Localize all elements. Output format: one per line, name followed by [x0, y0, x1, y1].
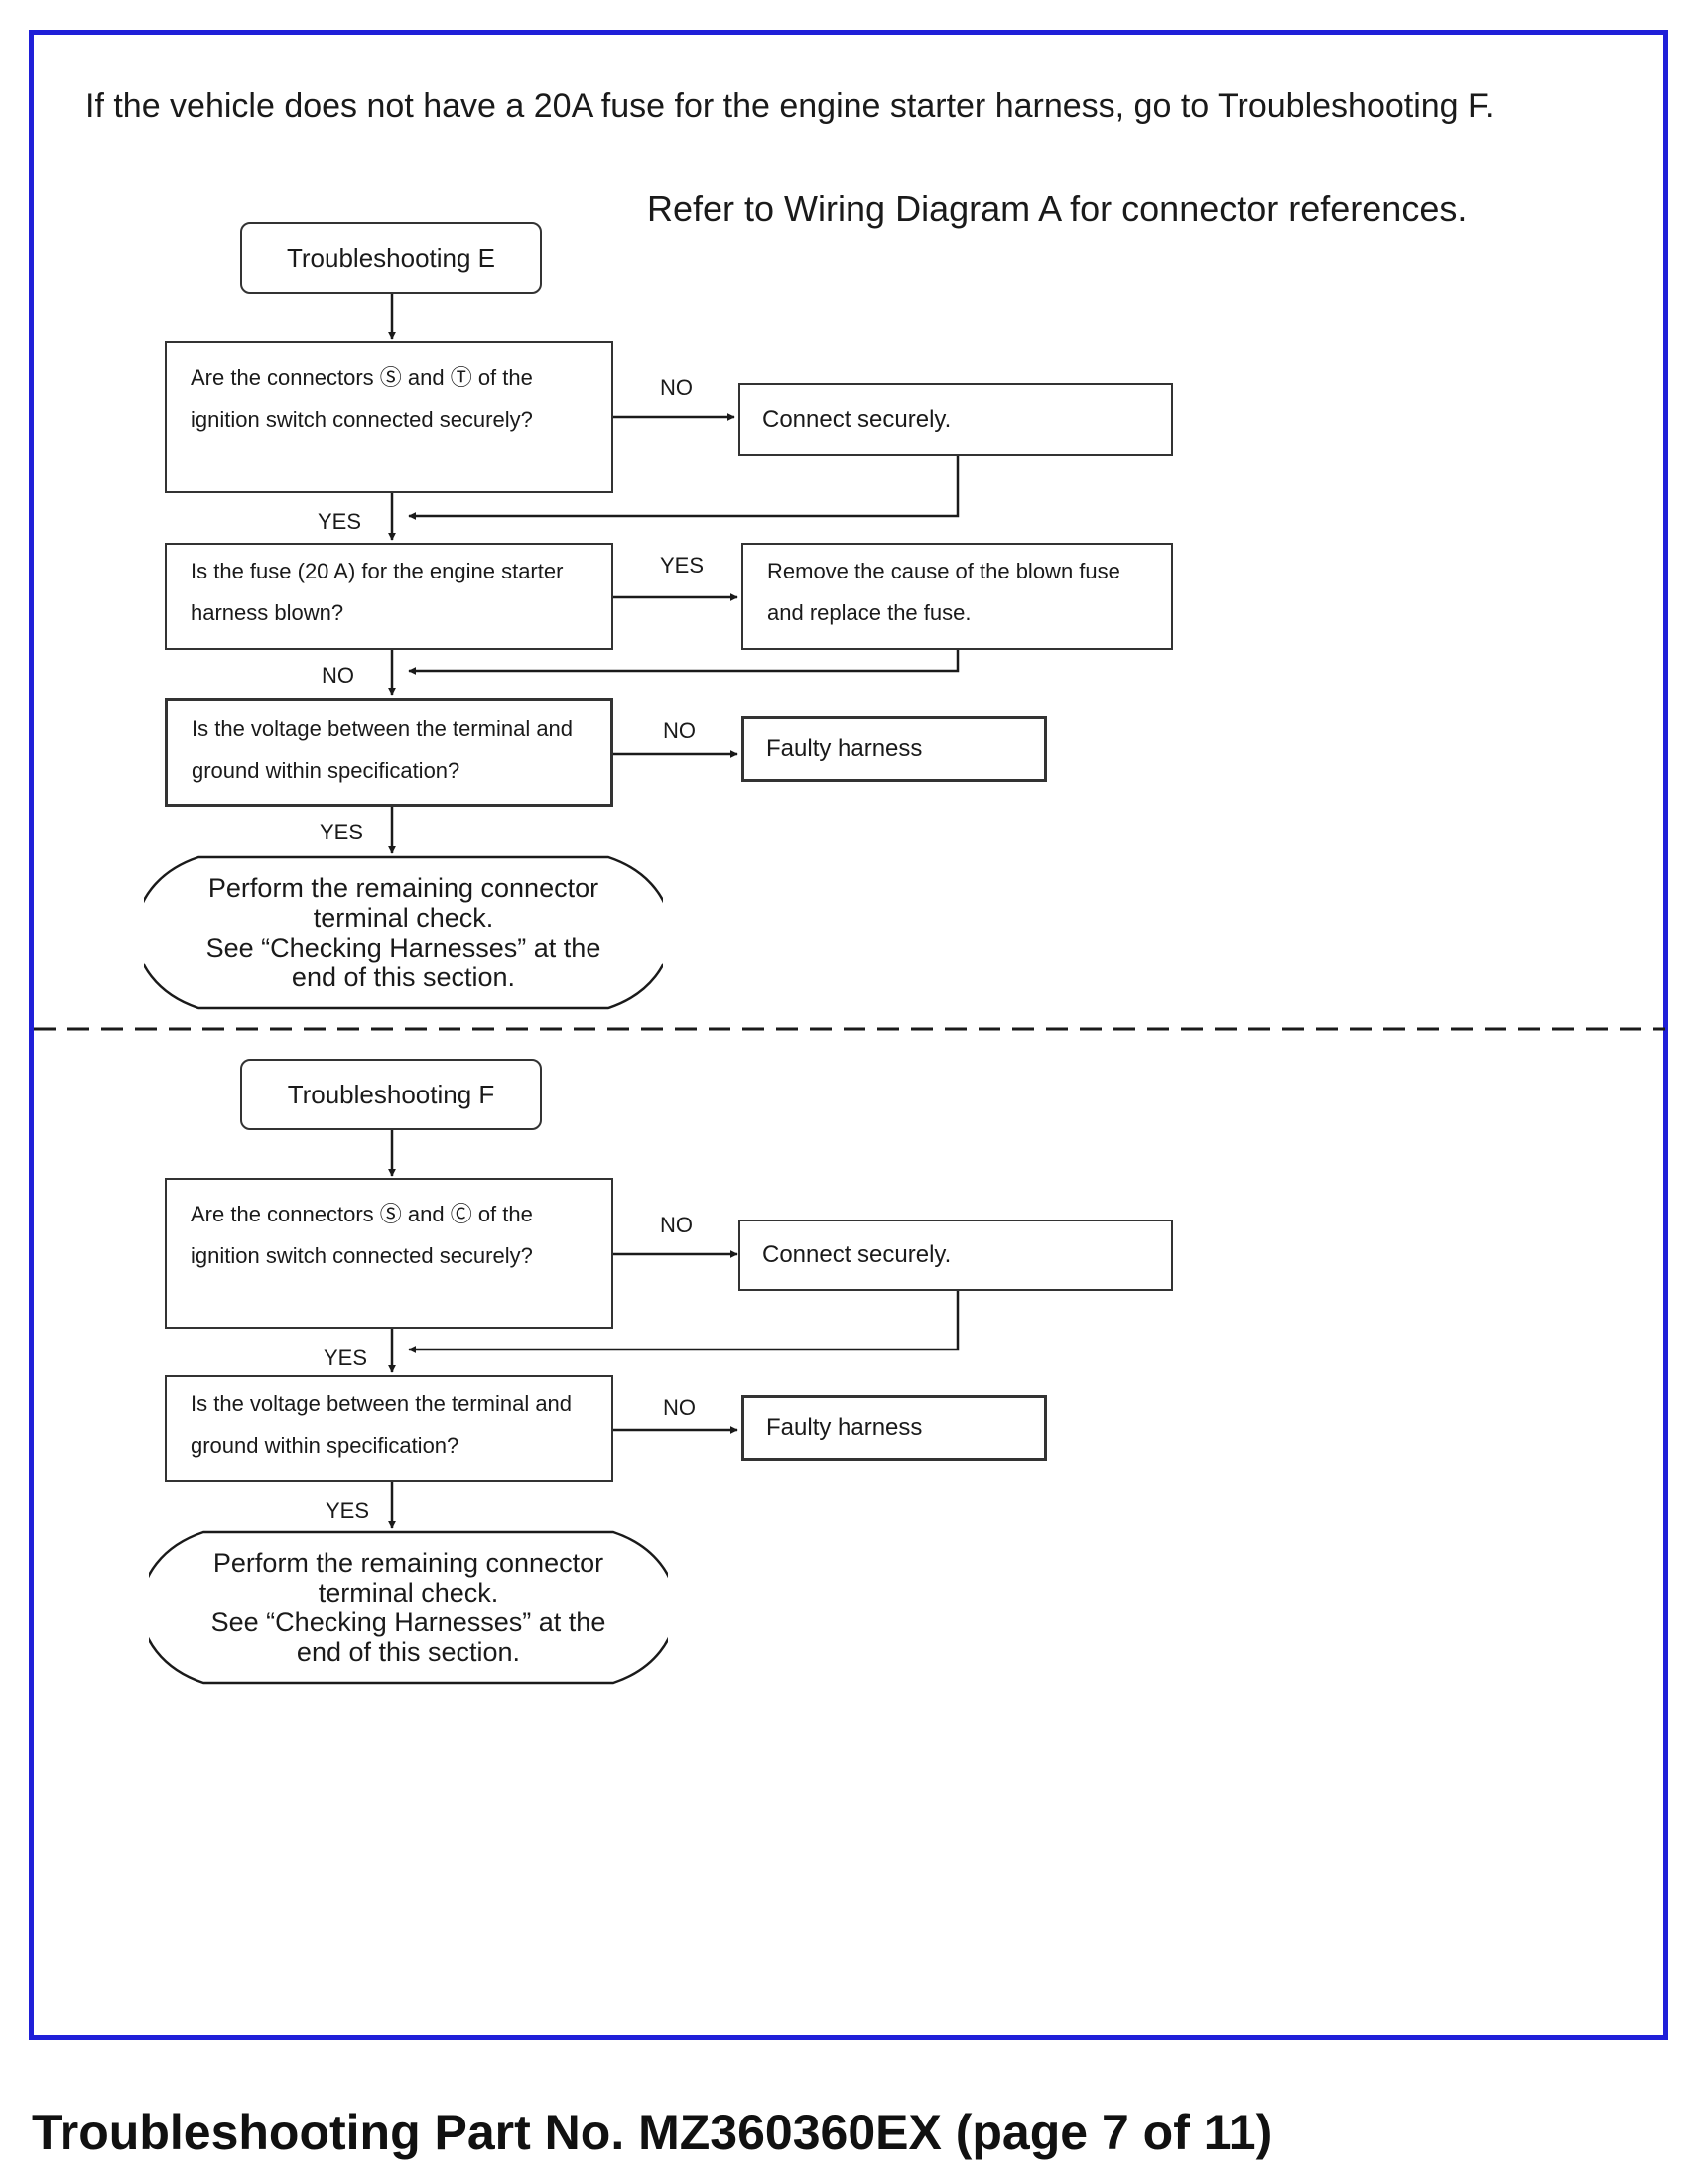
- terminal-line: end of this section.: [291, 963, 516, 992]
- terminal-line: terminal check.: [318, 1578, 499, 1607]
- section-e-question-3: Is the voltage between the terminal and …: [165, 698, 613, 807]
- action-text: Remove the cause of the blown fuse and r…: [767, 559, 1120, 625]
- section-f-action-2: Faulty harness: [741, 1395, 1047, 1461]
- section-e-action-2: Remove the cause of the blown fuse and r…: [741, 543, 1173, 650]
- label-yes: YES: [660, 553, 705, 578]
- action-text: Faulty harness: [766, 1414, 923, 1441]
- section-e-terminal: Perform the remaining connector terminal…: [144, 855, 663, 1010]
- action-text: Connect securely.: [762, 406, 952, 433]
- label-no: NO: [660, 375, 693, 400]
- terminal-line: See “Checking Harnesses” at the: [210, 1607, 606, 1637]
- action-text: Connect securely.: [762, 1241, 952, 1268]
- section-f-terminal: Perform the remaining connector terminal…: [149, 1530, 668, 1685]
- section-e-action-1: Connect securely.: [738, 383, 1173, 456]
- question-text: Is the voltage between the terminal and …: [191, 1391, 573, 1458]
- question-text: Is the voltage between the terminal and …: [192, 716, 574, 783]
- label-yes: YES: [318, 509, 362, 534]
- question-text: Are the connectors Ⓢ and Ⓒ of the igniti…: [191, 1202, 533, 1268]
- terminal-shape: [149, 1530, 668, 1685]
- terminal-line: end of this section.: [296, 1637, 521, 1667]
- section-f-title: Troubleshooting F: [287, 1079, 495, 1109]
- terminal-line: Perform the remaining connector: [212, 1548, 604, 1578]
- section-e-question-1: Are the connectors Ⓢ and Ⓣ of the igniti…: [165, 341, 613, 493]
- return-e-a2: [408, 650, 960, 675]
- terminal-line: terminal check.: [313, 903, 494, 933]
- section-e-title-box: Troubleshooting E: [240, 222, 542, 294]
- section-e-title: Troubleshooting E: [286, 242, 496, 273]
- terminal-line: See “Checking Harnesses” at the: [205, 933, 601, 963]
- section-e-question-2: Is the fuse (20 A) for the engine starte…: [165, 543, 613, 650]
- question-text: Are the connectors Ⓢ and Ⓣ of the igniti…: [191, 365, 533, 432]
- label-no: NO: [663, 1395, 696, 1420]
- label-no: NO: [660, 1213, 693, 1237]
- section-e-action-3: Faulty harness: [741, 716, 1047, 782]
- label-yes: YES: [326, 1498, 370, 1523]
- label-yes: YES: [324, 1346, 368, 1370]
- question-text: Is the fuse (20 A) for the engine starte…: [191, 559, 564, 625]
- intro-text: If the vehicle does not have a 20A fuse …: [85, 87, 1495, 125]
- label-yes: YES: [320, 820, 364, 844]
- section-f-question-1: Are the connectors Ⓢ and Ⓒ of the igniti…: [165, 1178, 613, 1329]
- return-f-a1: [408, 1291, 960, 1353]
- terminal-shape: [144, 855, 663, 1010]
- label-no: NO: [322, 663, 354, 688]
- action-text: Faulty harness: [766, 735, 923, 762]
- section-f-question-2: Is the voltage between the terminal and …: [165, 1375, 613, 1482]
- section-f-title-box: Troubleshooting F: [240, 1059, 542, 1130]
- wiring-reference-note: Refer to Wiring Diagram A for connector …: [647, 189, 1468, 229]
- section-f-action-1: Connect securely.: [738, 1220, 1173, 1291]
- page-frame: [29, 30, 1668, 2040]
- return-e-a1: [408, 456, 960, 520]
- page-footer-title: Troubleshooting Part No. MZ360360EX (pag…: [32, 2105, 1273, 2160]
- terminal-line: Perform the remaining connector: [207, 873, 599, 903]
- label-no: NO: [663, 718, 696, 743]
